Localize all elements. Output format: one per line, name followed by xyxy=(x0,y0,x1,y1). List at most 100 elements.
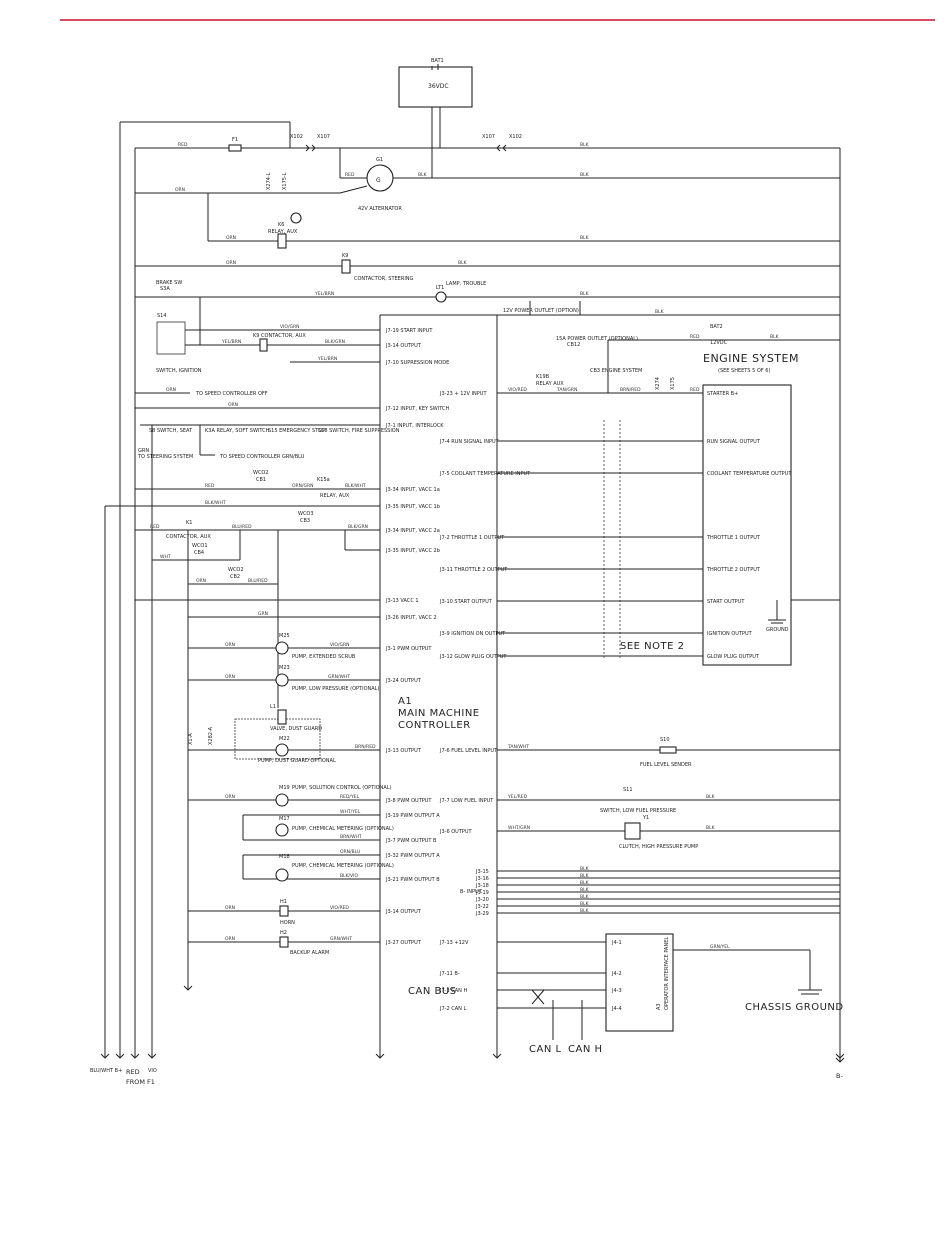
backup-alarm xyxy=(279,936,289,948)
contactor-steering xyxy=(341,259,351,274)
controller-pin-label: J3-14 OUTPUT xyxy=(385,909,422,915)
controller-pin-label: J3-34 INPUT, VACC 1a xyxy=(385,487,440,493)
pump-m22 xyxy=(275,743,289,757)
ground-wire-label: BLK xyxy=(580,901,590,907)
clutch-high-pressure xyxy=(624,822,641,840)
svg-text:CB12: CB12 xyxy=(567,342,580,348)
bottom-label-vio: VIO xyxy=(148,1068,157,1074)
svg-text:ORN: ORN xyxy=(196,578,206,584)
svg-text:SEE NOTE 2: SEE NOTE 2 xyxy=(620,641,684,652)
engine-pin-coolant: COOLANT TEMPERATURE OUTPUT xyxy=(707,471,792,477)
ground-wire-label: BLK xyxy=(580,880,590,886)
svg-text:M25: M25 xyxy=(279,633,290,639)
pump-m23 xyxy=(275,673,289,687)
controller-right-pin-label: J3-12 GLOW PLUG OUTPUT xyxy=(439,654,507,660)
svg-text:GRN/WHT: GRN/WHT xyxy=(330,936,352,942)
controller-right-pin-label: J7-2 THROTTLE 1 OUTPUT xyxy=(439,535,505,541)
svg-text:BLK: BLK xyxy=(706,825,716,831)
svg-text:X1-A: X1-A xyxy=(188,733,194,745)
svg-text:BLK: BLK xyxy=(580,172,590,178)
svg-text:15A POWER OUTLET (OPTIONAL): 15A POWER OUTLET (OPTIONAL) xyxy=(556,336,638,342)
svg-text:H2: H2 xyxy=(280,930,287,936)
svg-text:RED: RED xyxy=(205,483,215,489)
svg-text:M19: M19 xyxy=(279,785,290,791)
ground-wire-label: BLK xyxy=(580,873,590,879)
controller-pin-label: J3-26 INPUT, VACC 2 xyxy=(385,615,437,621)
svg-text:CAN L: CAN L xyxy=(529,1044,562,1055)
svg-text:YEL/RED: YEL/RED xyxy=(507,794,528,800)
svg-text:A1: A1 xyxy=(398,696,412,707)
svg-text:PUMP, DUST GUARD OPTIONAL: PUMP, DUST GUARD OPTIONAL xyxy=(258,758,336,764)
controller-pin-label: J3-8 PWM OUTPUT xyxy=(385,798,432,804)
engine-pin-start: START OUTPUT xyxy=(707,599,745,605)
svg-text:CONTROLLER: CONTROLLER xyxy=(398,720,471,731)
panel-pin-label: J4-3 xyxy=(611,988,622,994)
ground-pin-label: J3-29 xyxy=(475,911,489,917)
svg-text:TAN/WHT: TAN/WHT xyxy=(507,744,529,750)
controller-right-pin-label: J3-6 OUTPUT xyxy=(439,829,473,835)
svg-text:K3A RELAY, SOFT SWITCH: K3A RELAY, SOFT SWITCH xyxy=(205,428,270,434)
svg-text:BLK: BLK xyxy=(458,260,468,266)
panel-pin-label: J4-4 xyxy=(611,1006,622,1012)
switch-ignition xyxy=(156,321,186,355)
controller-pin-label: J3-13 OUTPUT xyxy=(385,748,422,754)
svg-text:GRN/WHT: GRN/WHT xyxy=(328,674,350,680)
svg-text:FUEL LEVEL SENDER: FUEL LEVEL SENDER xyxy=(640,762,692,768)
svg-text:ORN: ORN xyxy=(225,794,235,800)
svg-text:BRN/RED: BRN/RED xyxy=(620,387,641,393)
svg-text:WCO1: WCO1 xyxy=(192,543,208,549)
svg-text:CAN H: CAN H xyxy=(568,1044,603,1055)
svg-text:M22: M22 xyxy=(279,736,290,742)
controller-right-pin-label: J7-3 CAN H xyxy=(439,988,467,994)
svg-text:B- INPUT: B- INPUT xyxy=(460,889,483,895)
svg-text:ORN: ORN xyxy=(228,402,238,408)
svg-text:PUMP, CHEMICAL METERING (OPTIO: PUMP, CHEMICAL METERING (OPTIONAL) xyxy=(292,826,394,832)
controller-pin-label: J3-35 INPUT, VACC 2b xyxy=(385,548,440,554)
svg-text:RED: RED xyxy=(690,334,700,340)
fuse-f1 xyxy=(228,144,242,152)
svg-text:BLK: BLK xyxy=(580,142,590,148)
svg-text:BLK/GRN: BLK/GRN xyxy=(348,524,368,530)
ground-pin-label: J3-22 xyxy=(475,904,489,910)
operator-interface-panel xyxy=(605,933,674,1032)
svg-text:GRN/YEL: GRN/YEL xyxy=(710,944,730,950)
svg-text:ORN/BLU: ORN/BLU xyxy=(340,849,360,855)
controller-right-pin-label: J7-6 FUEL LEVEL INPUT xyxy=(439,748,498,754)
svg-text:G1: G1 xyxy=(376,157,383,163)
controller-right-pin-label: J7-13 +12V xyxy=(439,940,469,946)
svg-text:PUMP, EXTENDED SCRUB: PUMP, EXTENDED SCRUB xyxy=(292,654,356,660)
svg-text:RED: RED xyxy=(150,524,160,530)
can-bus-label: CAN BUS xyxy=(408,986,457,997)
svg-text:WHT: WHT xyxy=(160,554,171,560)
svg-text:CLUTCH, HIGH PRESSURE PUMP: CLUTCH, HIGH PRESSURE PUMP xyxy=(619,844,698,850)
ground-wire-label: BLK xyxy=(580,866,590,872)
svg-text:X175: X175 xyxy=(670,377,676,390)
svg-text:SWITCH, LOW FUEL PRESSURE: SWITCH, LOW FUEL PRESSURE xyxy=(600,808,676,814)
svg-text:S14: S14 xyxy=(157,313,167,319)
svg-text:CB4: CB4 xyxy=(194,550,204,556)
svg-text:RED: RED xyxy=(690,387,700,393)
svg-text:BLK/VIO: BLK/VIO xyxy=(340,873,358,879)
valve-dust-guard xyxy=(277,709,287,725)
engine-pin-glow: GLOW PLUG OUTPUT xyxy=(707,654,760,660)
controller-pin-label: J3-24 OUTPUT xyxy=(385,678,422,684)
svg-text:BLK: BLK xyxy=(655,309,665,315)
svg-text:BRN/RED: BRN/RED xyxy=(355,744,376,750)
svg-text:K15a: K15a xyxy=(317,477,330,483)
horn xyxy=(279,905,289,917)
svg-text:S10: S10 xyxy=(660,737,670,743)
svg-text:GROUND: GROUND xyxy=(766,627,789,633)
bottom-label-blu-wht: BLU/WHT B+ xyxy=(90,1068,122,1074)
svg-text:X107: X107 xyxy=(317,134,330,140)
svg-text:TO STEERING SYSTEM: TO STEERING SYSTEM xyxy=(137,454,193,460)
battery-box xyxy=(398,66,473,108)
svg-text:LT1: LT1 xyxy=(436,285,444,291)
controller-pin-label: J3-13 VACC 1 xyxy=(385,598,419,604)
controller-right-pin-label: J7-5 COOLANT TEMPERATURE INPUT xyxy=(439,471,531,477)
svg-text:S18 SWITCH, FIRE SUPPRESSION: S18 SWITCH, FIRE SUPPRESSION xyxy=(318,428,400,434)
svg-text:ORN/GRN: ORN/GRN xyxy=(292,483,314,489)
svg-text:M23: M23 xyxy=(279,665,290,671)
svg-text:ORN: ORN xyxy=(225,936,235,942)
